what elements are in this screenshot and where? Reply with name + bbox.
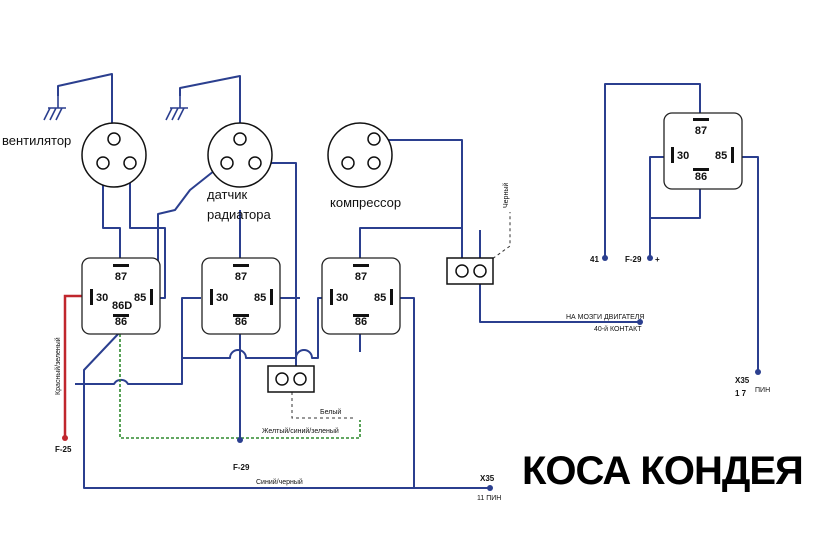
x35-bottom-pin-label: 11 ПИН [477,495,501,502]
engine-contact-label: 40-й КОНТАКТ [594,325,642,333]
diagram-title: КОСА КОНДЕЯ [522,449,803,493]
f29-plus-dot [647,255,653,261]
f29-label: F-29 [233,463,250,472]
n41-label: 41 [590,255,599,264]
svg-text:30: 30 [96,292,108,304]
svg-text:87: 87 [695,125,707,137]
x35-right-label: X35 [735,376,750,385]
svg-text:86D: 86D [112,300,132,312]
black-wire-label: Черный [502,183,510,208]
svg-text:87: 87 [235,271,247,283]
radiator-sensor-connector [207,122,273,188]
green-wire [119,334,361,439]
wires [57,73,759,489]
two-pin-connector-right [446,257,494,285]
white-wire-label: Белый [320,408,341,416]
svg-text:87: 87 [355,271,367,283]
x35-right-pin-label: ПИН [755,387,770,394]
relay-1: 87 30 86D 85 86 [81,257,161,335]
svg-text:85: 85 [254,292,266,304]
plus-label: + [655,255,660,264]
relay-3: 87 30 85 86 [321,257,401,335]
ground-symbol-sensor [165,96,188,121]
svg-text:30: 30 [336,292,348,304]
f29-plus-label: F-29 [625,255,642,264]
compressor-connector [327,122,393,188]
engine-ecu-dot [637,319,643,325]
two-pin-connector-bottom [267,365,315,393]
fan-connector [81,122,147,188]
fan-label: вентилятор [2,133,71,148]
white-dashed-wire [291,392,356,419]
engine-ecu-label: НА МОЗГИ ДВИГАТЕЛЯ [566,314,644,321]
relay-4: 87 30 85 86 [663,112,743,190]
svg-text:30: 30 [677,150,689,162]
svg-text:85: 85 [715,150,727,162]
n41-dot [602,255,608,261]
svg-text:85: 85 [374,292,386,304]
red-green-wire-label: Красный/зеленый [54,337,62,395]
compressor-label: компрессор [330,195,401,210]
x35-right-num-label: 1 7 [735,389,747,398]
sensor-label-1: датчик [207,187,248,202]
ground-symbol-fan [43,96,66,121]
yellow-blue-green-wire-label: Желтый/синий/зеленый [262,427,339,435]
svg-text:86: 86 [115,316,127,328]
svg-text:87: 87 [115,271,127,283]
f25-dot [62,435,68,441]
svg-text:30: 30 [216,292,228,304]
sensor-label-2: радиатора [207,207,272,222]
svg-text:86: 86 [235,316,247,328]
svg-text:86: 86 [695,171,707,183]
svg-text:86: 86 [355,316,367,328]
f29-dot [237,437,243,443]
x35-right-dot [755,369,761,375]
x35-dot [487,485,493,491]
x35-bottom-label: X35 [480,474,495,483]
relay-2: 87 30 85 86 [201,257,281,335]
svg-text:85: 85 [134,292,146,304]
black-dashed-wire [487,212,511,263]
blue-black-wire-label: Синий/черный [256,478,303,486]
f25-label: F-25 [55,445,72,454]
